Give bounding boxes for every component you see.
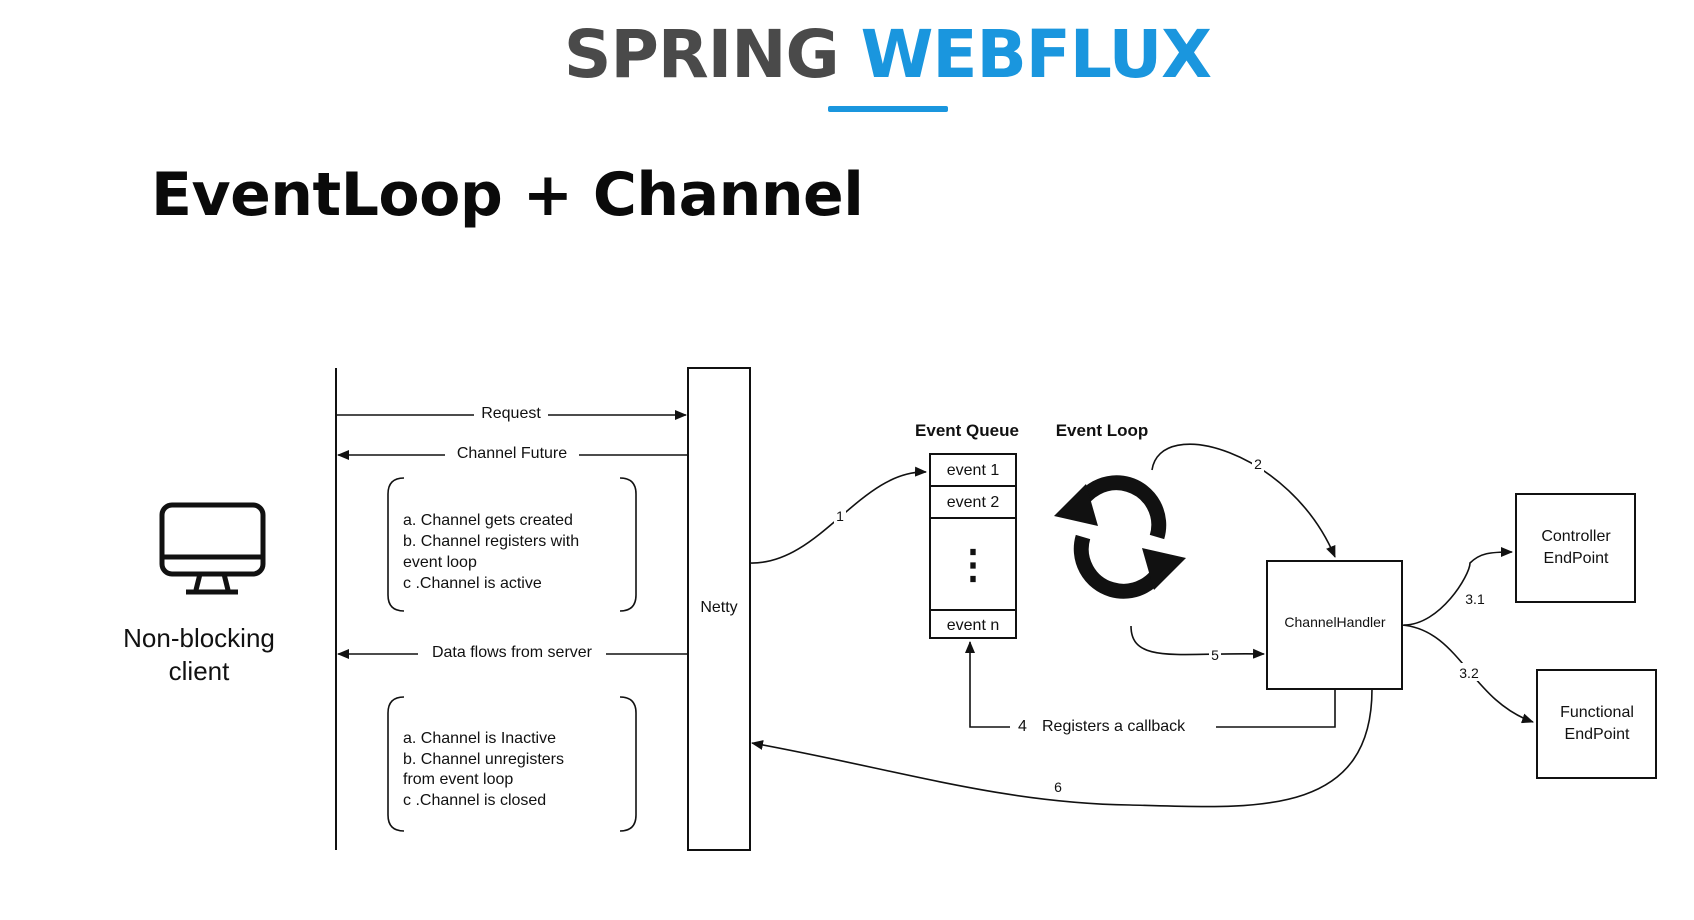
channel-handler-label: ChannelHandler — [1284, 614, 1386, 630]
step6-arrow — [751, 688, 1373, 808]
client-label-line1: Non-blocking — [123, 623, 275, 653]
refresh-icon — [1054, 475, 1186, 599]
note-top-bracket-left — [387, 477, 405, 612]
note-bottom-line: c .Channel is closed — [403, 792, 546, 809]
request-label: Request — [481, 405, 541, 422]
controller-endpoint-box — [1515, 493, 1636, 603]
step32-label: 3.2 — [1459, 665, 1479, 681]
controller-endpoint-label: EndPoint — [1544, 550, 1609, 567]
note-bottom-line: from event loop — [403, 771, 513, 788]
note-bottom-bracket-left — [387, 696, 405, 832]
event-queue-cell — [929, 609, 1017, 639]
step2-label: 2 — [1254, 456, 1262, 472]
step5-arrow — [1130, 625, 1265, 659]
note-bottom-line: b. Channel unregisters — [403, 751, 564, 768]
event-queue-item: event 1 — [947, 462, 1000, 479]
event-queue-cell — [929, 453, 1017, 487]
event-queue-ellipsis: ⋮ — [953, 543, 993, 587]
client-label-line2: client — [169, 656, 230, 686]
netty-label: Netty — [700, 599, 737, 616]
step1-label: 1 — [836, 508, 844, 524]
netty-box — [687, 367, 751, 851]
step31-arrow — [1403, 547, 1513, 626]
brand-word-webflux: WEBFLUX — [860, 16, 1212, 93]
step31-label: 3.1 — [1465, 591, 1485, 607]
data-flows-label: Data flows from server — [432, 644, 593, 661]
step5-label: 5 — [1211, 647, 1219, 663]
event-queue-item: event n — [947, 617, 999, 634]
channel-future-label: Channel Future — [457, 445, 567, 462]
slide-title: EventLoop + Channel — [151, 160, 864, 230]
note-top-line: event loop — [403, 554, 477, 571]
step4-description: Registers a callback — [1042, 718, 1186, 735]
event-queue-title: Event Queue — [915, 421, 1019, 440]
functional-endpoint-box — [1536, 669, 1657, 779]
brand-word-spring: SPRING — [563, 16, 840, 93]
controller-endpoint-label: Controller — [1541, 528, 1611, 545]
note-bottom-line: a. Channel is Inactive — [403, 730, 556, 747]
step6-label: 6 — [1054, 779, 1062, 795]
step4-label: 4 — [1018, 718, 1027, 735]
event-loop-title: Event Loop — [1056, 421, 1149, 440]
functional-endpoint-label: Functional — [1560, 704, 1634, 721]
monitor-icon — [159, 502, 266, 595]
note-top-line: a. Channel gets created — [403, 512, 573, 529]
note-top-line: c .Channel is active — [403, 575, 542, 592]
step2-arrow — [1151, 443, 1336, 558]
brand-underline — [828, 106, 948, 112]
event-queue-cell — [929, 517, 1017, 611]
functional-endpoint-label: EndPoint — [1565, 726, 1630, 743]
brand-logo: SPRING WEBFLUX — [0, 16, 1694, 93]
note-bottom-bracket-right — [619, 696, 637, 832]
event-queue-cell — [929, 485, 1017, 519]
note-top-bracket-right — [619, 477, 637, 612]
note-top-line: b. Channel registers with — [403, 533, 579, 550]
event-queue-item: event 2 — [947, 494, 1000, 511]
